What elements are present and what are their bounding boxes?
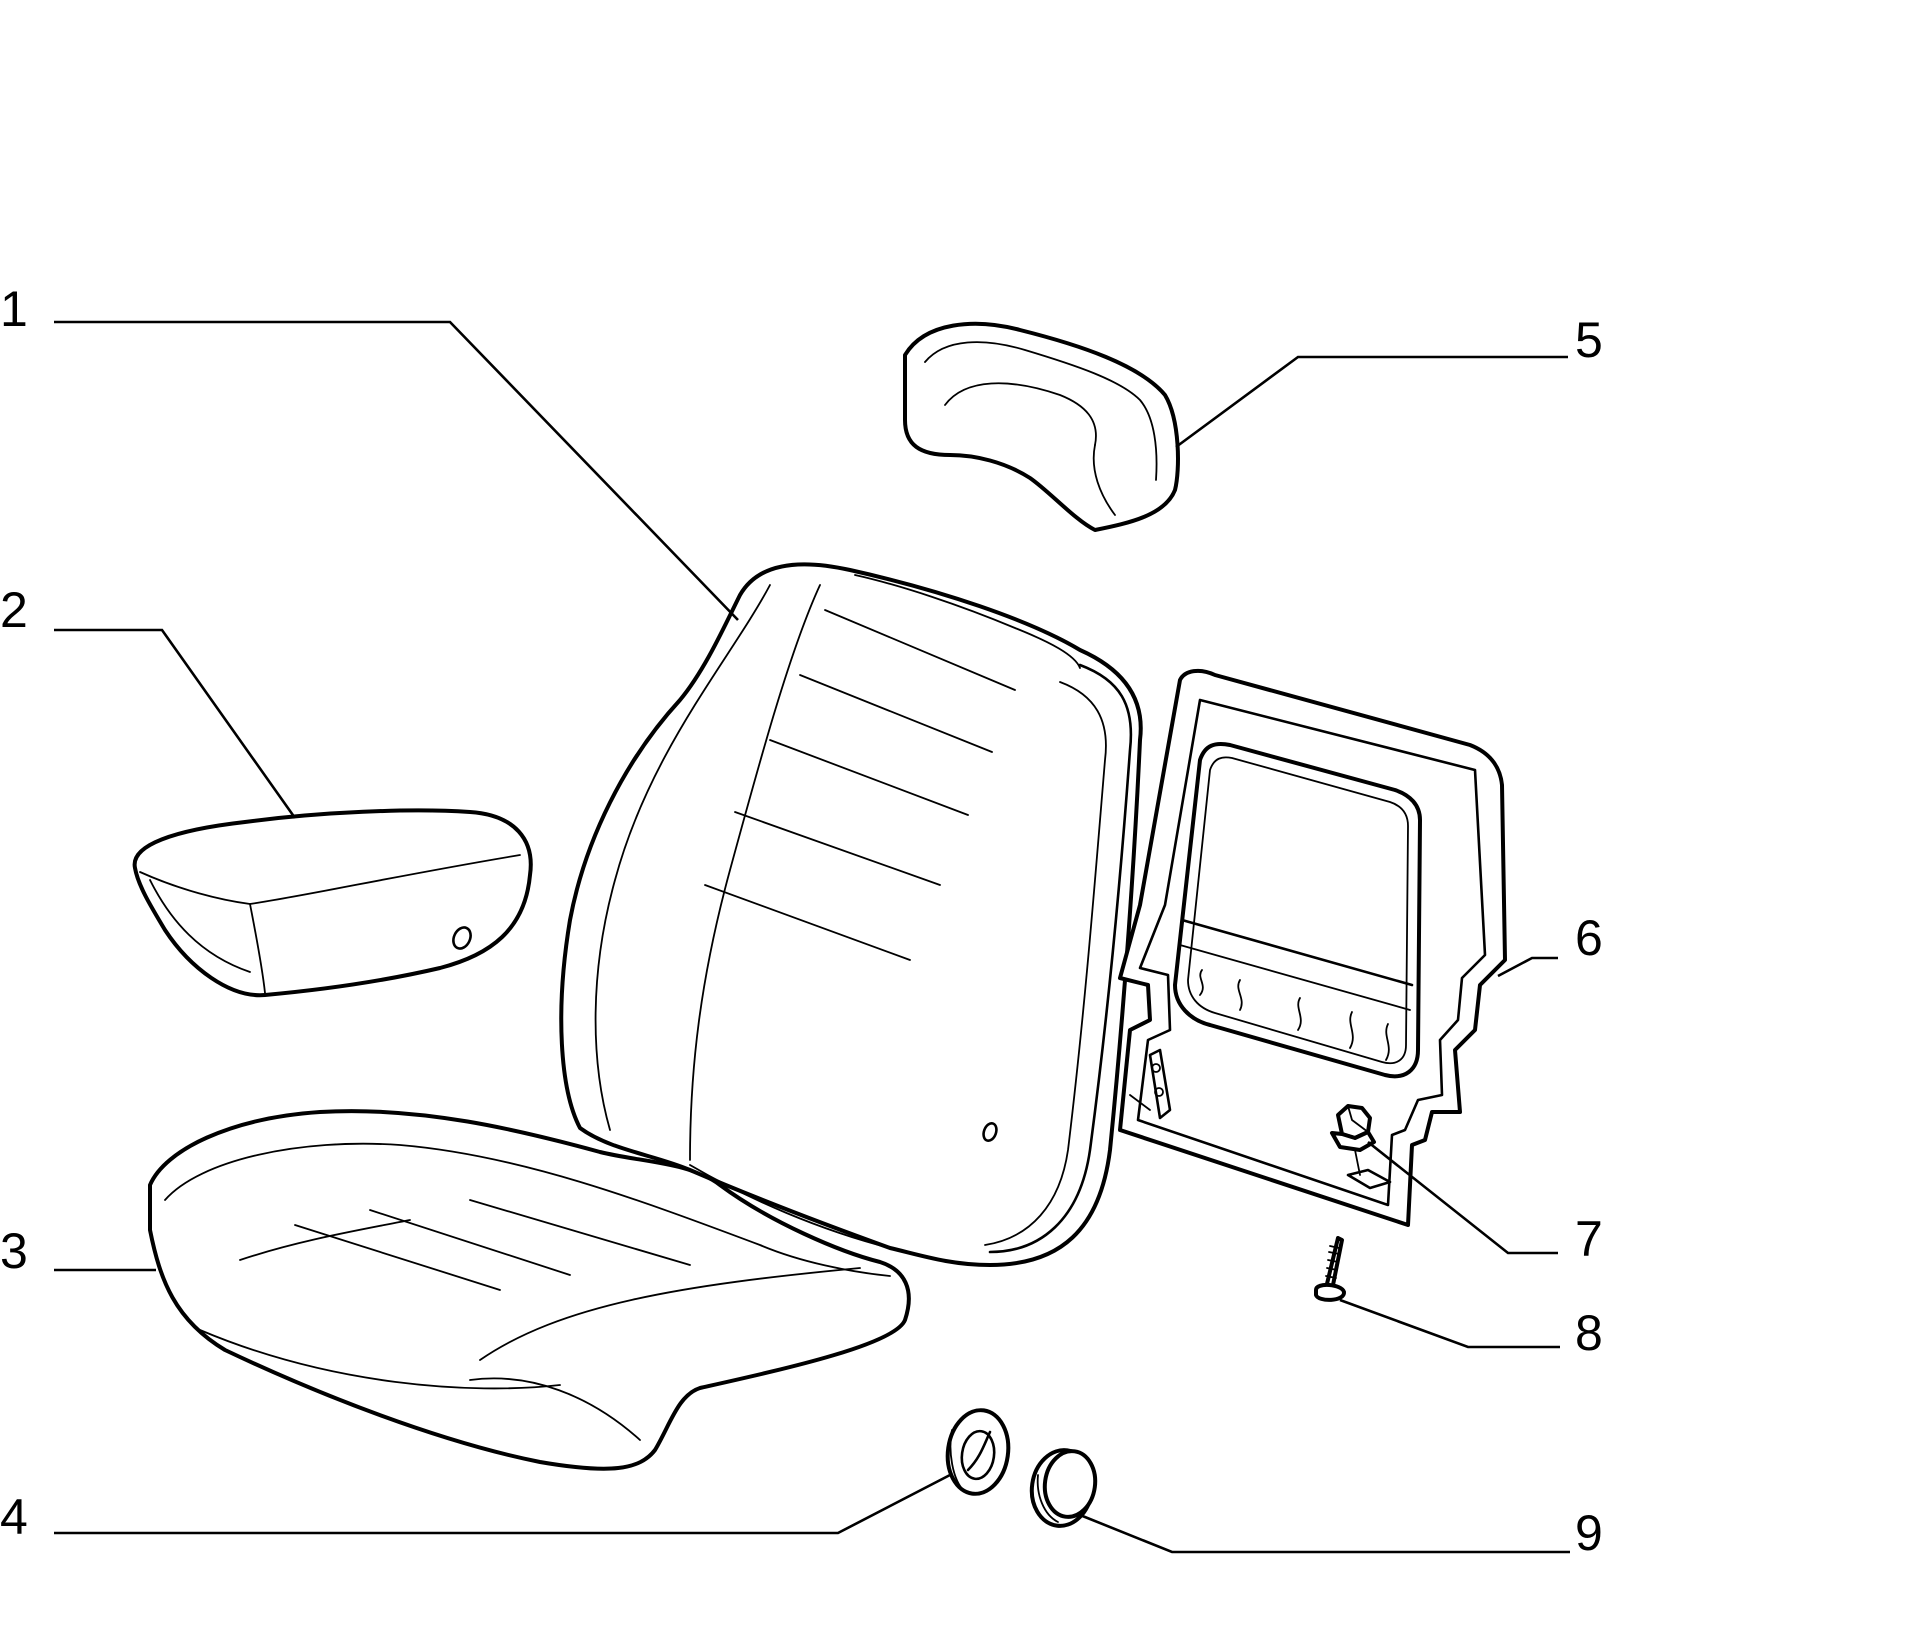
callout-8: 8 [1575,1305,1603,1361]
callout-3: 3 [0,1223,28,1279]
screw [1314,1236,1346,1302]
callout-4: 4 [0,1489,28,1545]
callout-6: 6 [1575,910,1603,966]
callout-7: 7 [1575,1211,1603,1267]
seat-cushion [148,1109,911,1471]
callout-2: 2 [0,582,28,638]
leader-1 [54,320,739,621]
callout-5: 5 [1575,312,1603,368]
clip-nut [1330,1104,1376,1152]
callout-labels: 1 2 3 4 5 6 7 8 9 [0,281,1603,1561]
leader-9 [1079,1513,1570,1554]
leader-7 [1367,1140,1558,1255]
leader-8 [1339,1298,1560,1349]
headrest [903,321,1180,532]
armrest-cushion [132,808,533,998]
callout-1: 1 [0,281,28,337]
leader-6 [1497,956,1558,978]
leader-lines [54,320,1570,1554]
leader-5 [1175,355,1568,449]
backrest-rear-panel [1118,668,1507,1227]
callout-9: 9 [1575,1505,1603,1561]
leader-2 [54,628,297,819]
round-trim-ring [945,1408,1011,1496]
leader-4 [54,1473,951,1535]
seat-backrest [559,562,1143,1267]
round-cap [1029,1448,1098,1528]
